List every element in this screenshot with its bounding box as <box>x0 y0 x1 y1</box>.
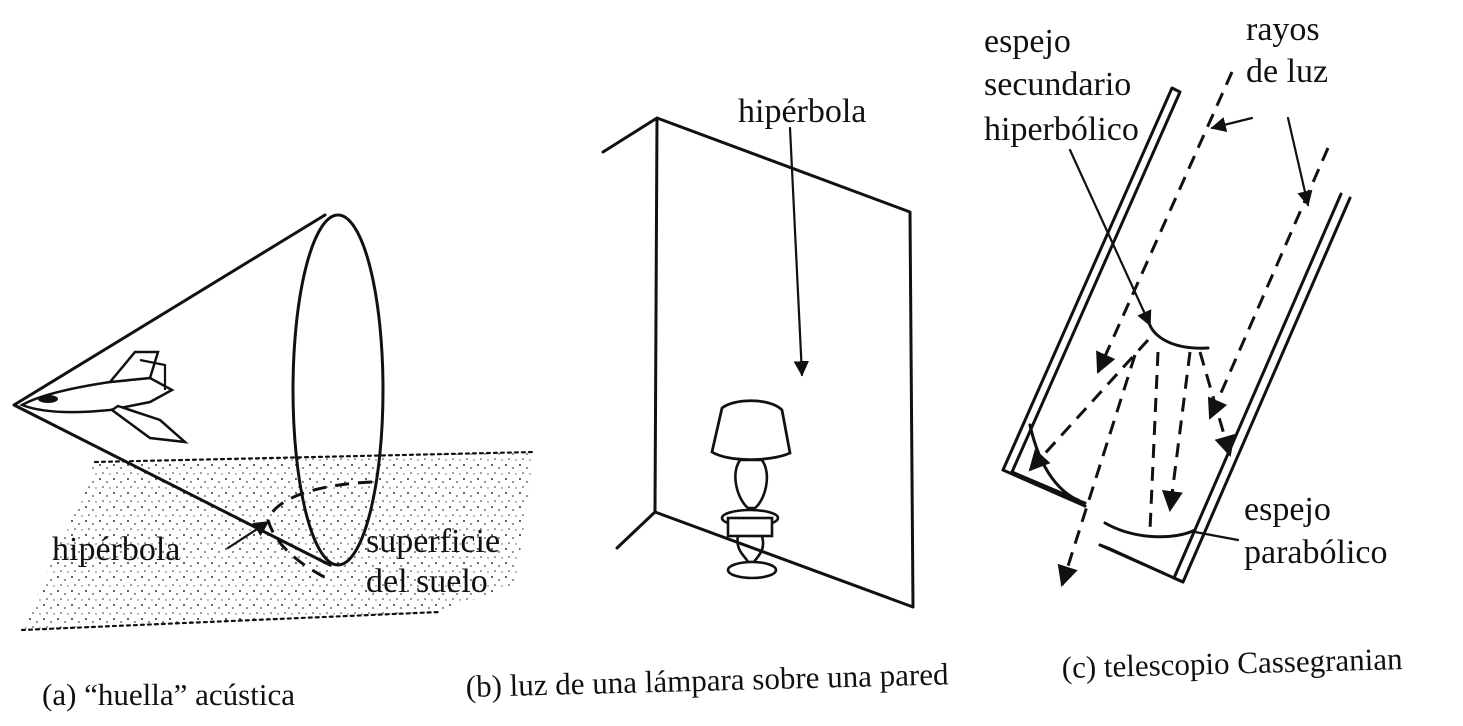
panel-b-lamp-on-wall: hipérbola (b) luz de una lámpara sobre u… <box>465 93 949 704</box>
wall-outline <box>601 116 915 609</box>
ground-label-line2: del suelo <box>366 563 488 600</box>
rays-label-line1: rayos <box>1246 11 1320 48</box>
panel-a-hyperbola-label: hipérbola <box>52 531 180 568</box>
lamp-icon <box>710 399 792 580</box>
primary-mirror-label-line1: espejo <box>1244 491 1331 528</box>
secondary-mirror-label-line3: hiperbólico <box>984 111 1139 148</box>
panel-b-caption: (b) luz de una lámpara sobre una pared <box>465 656 949 704</box>
secondary-mirror <box>1146 316 1210 350</box>
cone-opening-ellipse <box>291 213 385 567</box>
secondary-mirror-label-line1: espejo <box>984 23 1071 60</box>
ground-label-line1: superficie <box>366 523 500 560</box>
primary-mirror-label-line2: parabólico <box>1244 534 1388 571</box>
aircraft-icon <box>19 350 189 444</box>
rays-label-line2: de luz <box>1246 53 1328 90</box>
panel-b-hyperbola-label: hipérbola <box>738 93 866 130</box>
panel-c-caption: (c) telescopio Cassegranian <box>1061 641 1403 685</box>
ground-hyperbola <box>266 480 373 582</box>
shock-cone <box>12 213 332 567</box>
secondary-mirror-label-line2: secundario <box>984 66 1131 103</box>
panel-a-caption: (a) “huella” acústica <box>42 677 295 712</box>
panel-c-cassegrain-telescope: espejo secundario hiperbólico rayos de l… <box>984 11 1403 685</box>
primary-mirror <box>1028 423 1087 505</box>
panel-a-acoustic-footprint: hipérbola superficie del suelo (a) “huel… <box>12 213 537 712</box>
